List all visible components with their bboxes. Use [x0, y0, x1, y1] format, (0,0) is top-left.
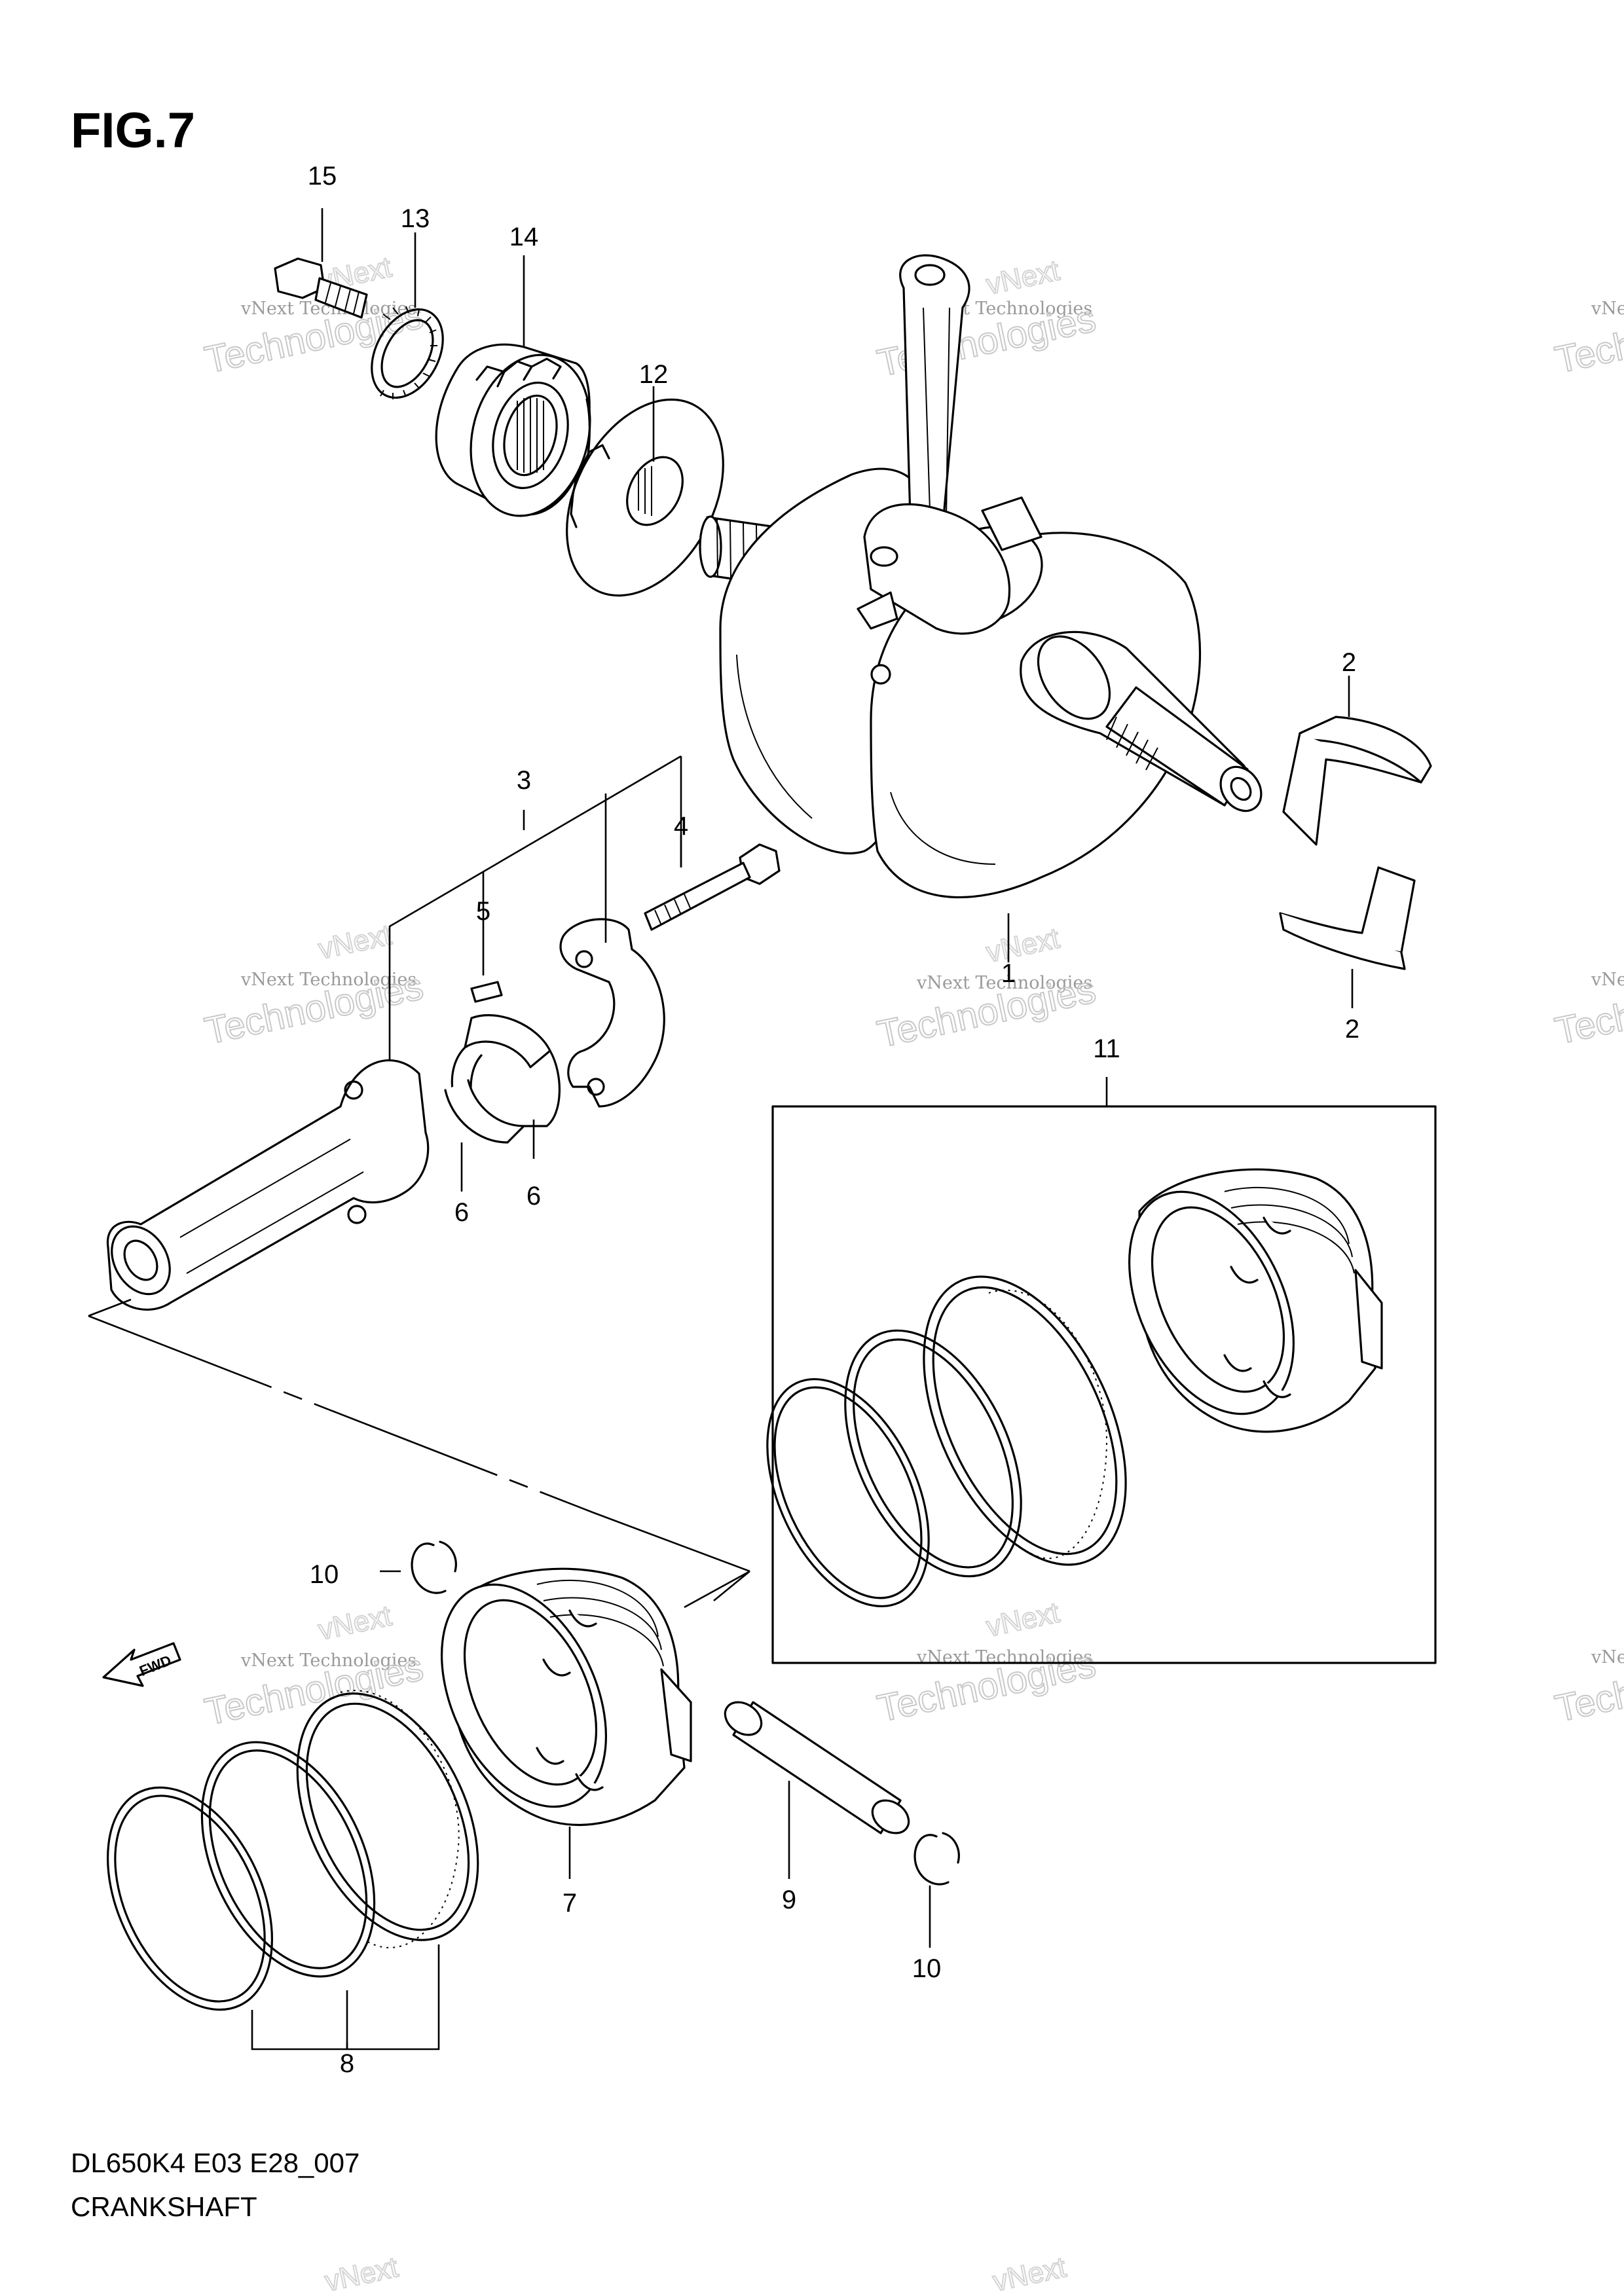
watermark: vNext Technologies Technologies [1551, 293, 1624, 382]
callout: 3 [517, 766, 531, 795]
callout: 5 [476, 897, 490, 926]
part-2-crank-bearing-lower [1279, 866, 1416, 970]
part-1-crankshaft [699, 254, 1263, 899]
part-10-circlip [913, 1832, 960, 1886]
figure-name: CRANKSHAFT [71, 2191, 257, 2222]
part-13-snap-ring [371, 306, 444, 399]
svg-text:vNext: vNext [990, 2251, 1069, 2296]
callout: 4 [674, 812, 688, 841]
callout: 11 [1093, 1034, 1120, 1063]
figure-code: DL650K4 E03 E28_007 [71, 2147, 360, 2178]
callout: 1 [1001, 959, 1016, 988]
part-6-conrod-bearing [444, 1014, 561, 1144]
figure-title: FIG.7 [71, 103, 195, 158]
svg-text:vNext Technologies: vNext Technologies [916, 1647, 1092, 1667]
svg-text:vNext: vNext [984, 922, 1062, 968]
callout: 13 [401, 204, 430, 233]
callout: 2 [1342, 648, 1356, 677]
part-2-crank-bearing-upper [1282, 716, 1432, 846]
callout: 10 [912, 1954, 942, 1983]
callout-labels: 15 13 14 12 2 2 1 3 4 5 6 6 11 10 7 9 10… [308, 162, 1359, 2078]
callout: 12 [639, 360, 669, 389]
callout: 9 [782, 1886, 796, 1914]
callout: 14 [509, 223, 539, 251]
svg-text:vNext Technologies: vNext Technologies [916, 973, 1092, 993]
svg-text:vNext: vNext [984, 1596, 1062, 1643]
callout: 8 [340, 2049, 354, 2078]
svg-text:vNext Technologies: vNext Technologies [240, 970, 416, 990]
part-4-conrod-bolt [644, 843, 781, 931]
part-11-piston-set [766, 1105, 1437, 1664]
part-5-pin [470, 981, 503, 1003]
forward-direction-arrow: FWD [102, 1642, 181, 1687]
svg-text:vNext: vNext [316, 919, 394, 965]
svg-text:vNext: vNext [316, 1599, 394, 1646]
part-15-bolt [274, 257, 368, 319]
leader-lines [88, 208, 1354, 2050]
part-14-gear [435, 343, 591, 517]
watermark: vNext Technologies Technologies [1551, 964, 1624, 1053]
svg-text:vNext Technologies: vNext Technologies [1591, 1647, 1624, 1667]
watermark: vNext Technologies Technologies [1551, 1642, 1624, 1731]
callout: 10 [310, 1560, 339, 1589]
callout: 15 [308, 162, 337, 191]
part-3-connecting-rod [106, 1059, 430, 1311]
part-7-piston [440, 1567, 692, 1827]
svg-text:vNext: vNext [322, 2251, 401, 2296]
svg-text:vNext Technologies: vNext Technologies [1591, 970, 1624, 990]
part-12-thrust-washer [566, 398, 724, 597]
part-3-conrod-cap [559, 918, 665, 1108]
watermark: vNext [989, 2250, 1069, 2296]
svg-text:vNext Technologies: vNext Technologies [1591, 299, 1624, 319]
watermark: vNext [322, 2250, 401, 2296]
callout: 7 [563, 1889, 577, 1918]
svg-text:vNext Technologies: vNext Technologies [240, 1650, 416, 1671]
callout: 6 [526, 1182, 541, 1211]
svg-text:vNext: vNext [984, 254, 1062, 301]
part-9-piston-pin [724, 1701, 910, 1834]
callout: 6 [454, 1198, 469, 1227]
callout: 2 [1345, 1015, 1359, 1044]
watermark: vNext vNext Technologies Technologies [200, 918, 428, 1053]
part-10-circlip [411, 1540, 457, 1594]
watermark: vNext vNext Technologies Technologies [873, 921, 1100, 1056]
part-8-piston-rings [106, 1690, 479, 2011]
